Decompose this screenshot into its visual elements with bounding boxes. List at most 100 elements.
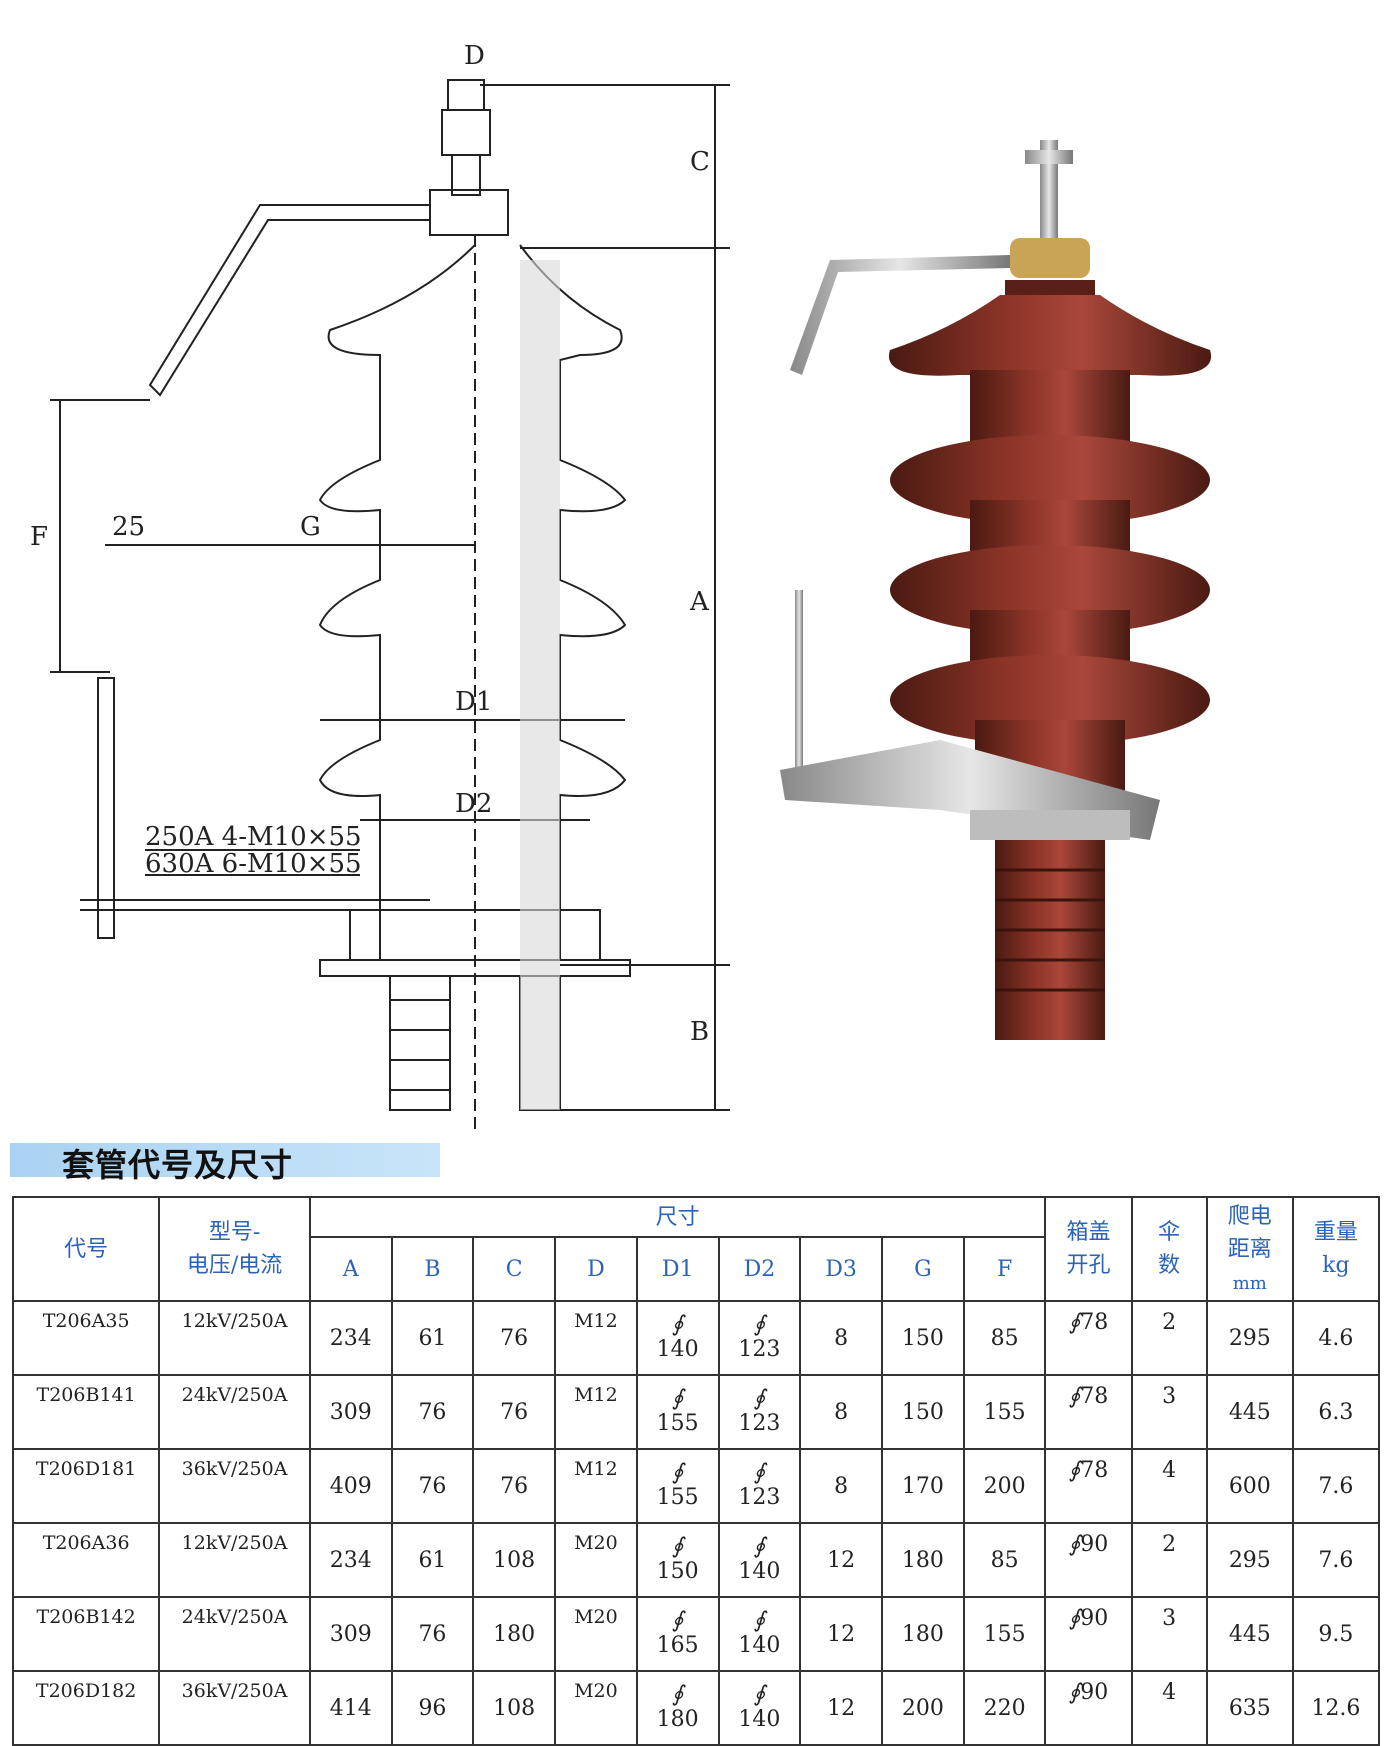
- cell-g: 180: [880, 1522, 965, 1598]
- cell-d3: 8: [799, 1374, 883, 1450]
- dim-label-f: F: [30, 522, 48, 552]
- cell-d: M12: [554, 1448, 638, 1524]
- cell-c: 76: [472, 1374, 557, 1450]
- cell-value: 140: [738, 1558, 781, 1584]
- cell-d1: ∮180: [635, 1670, 720, 1746]
- cell-model: 24kV/250A: [158, 1596, 311, 1672]
- phi-symbol: ∮: [671, 1311, 684, 1337]
- bushing-product-photo: [780, 140, 1212, 1040]
- cell-g: 180: [880, 1596, 965, 1672]
- section-title-bar: [10, 1143, 440, 1177]
- phi-symbol: ∮: [1068, 1680, 1081, 1705]
- header-sheds-line2: 数: [1158, 1253, 1181, 1278]
- cell-value: 155: [656, 1484, 699, 1510]
- phi-symbol: ∮: [753, 1533, 766, 1559]
- header-weight-line2: kg: [1322, 1253, 1350, 1278]
- cell-a: 309: [308, 1596, 393, 1672]
- cell-c: 180: [472, 1596, 557, 1672]
- cell-a: 414: [308, 1670, 393, 1746]
- header-col-c: C: [472, 1236, 557, 1302]
- cell-code: T206A36: [11, 1522, 161, 1598]
- cell-value: 90: [1080, 1606, 1109, 1631]
- cell-b: 96: [390, 1670, 475, 1746]
- cell-d: M20: [554, 1522, 638, 1598]
- cell-d1: ∮155: [635, 1374, 720, 1450]
- cell-code: T206D182: [11, 1670, 161, 1746]
- cell-d2: ∮140: [717, 1522, 802, 1598]
- cell-box-hole: ∮78: [1044, 1374, 1133, 1450]
- cell-c: 76: [472, 1448, 557, 1524]
- cell-value: 150: [656, 1558, 699, 1584]
- bushing-technical-drawing: D C A B F G D1 D2 25 250A 4-M10×55 630A …: [30, 41, 730, 1130]
- cell-f: 85: [962, 1300, 1047, 1376]
- header-model-line2: 电压/电流: [186, 1253, 283, 1278]
- cell-b: 76: [390, 1374, 475, 1450]
- cell-code: T206B141: [11, 1374, 161, 1450]
- cell-value: 155: [656, 1410, 699, 1436]
- cell-c: 108: [472, 1670, 557, 1746]
- cell-box-hole: ∮90: [1044, 1596, 1133, 1672]
- dim-label-c: C: [690, 147, 710, 177]
- cell-code: T206D181: [11, 1448, 161, 1524]
- phi-symbol: ∮: [671, 1459, 684, 1485]
- cell-d2: ∮123: [717, 1300, 802, 1376]
- cell-b: 61: [390, 1300, 475, 1376]
- cell-d1: ∮140: [635, 1300, 720, 1376]
- cell-d: M12: [554, 1300, 638, 1376]
- cell-value: 140: [738, 1632, 781, 1658]
- dim-label-d1: D1: [455, 687, 492, 717]
- cell-b: 76: [390, 1448, 475, 1524]
- header-col-d: D: [554, 1236, 638, 1302]
- cell-b: 76: [390, 1596, 475, 1672]
- cell-creepage: 445: [1205, 1596, 1294, 1672]
- cell-value: 90: [1080, 1532, 1109, 1557]
- cell-d2: ∮123: [717, 1374, 802, 1450]
- cell-value: 123: [738, 1410, 781, 1436]
- header-col-b: B: [390, 1236, 475, 1302]
- header-box-line2: 开孔: [1066, 1253, 1111, 1278]
- cell-code: T206B142: [11, 1596, 161, 1672]
- cell-weight: 7.6: [1291, 1448, 1381, 1524]
- cell-sheds: 3: [1130, 1374, 1208, 1450]
- header-col-a: A: [308, 1236, 393, 1302]
- cell-d1: ∮165: [635, 1596, 720, 1672]
- cell-a: 234: [308, 1522, 393, 1598]
- cell-model: 12kV/250A: [158, 1522, 311, 1598]
- cell-weight: 6.3: [1291, 1374, 1381, 1450]
- phi-symbol: ∮: [1068, 1310, 1081, 1335]
- phi-symbol: ∮: [1068, 1384, 1081, 1409]
- cell-b: 61: [390, 1522, 475, 1598]
- header-col-g: G: [880, 1236, 965, 1302]
- cell-sheds: 2: [1130, 1300, 1208, 1376]
- cell-d2: ∮123: [717, 1448, 802, 1524]
- cell-f: 155: [962, 1374, 1047, 1450]
- header-creepage: 爬电 距离 mm: [1205, 1196, 1294, 1302]
- header-creep-line3: mm: [1232, 1272, 1267, 1294]
- phi-symbol: ∮: [753, 1385, 766, 1411]
- cell-box-hole: ∮78: [1044, 1448, 1133, 1524]
- cell-weight: 9.5: [1291, 1596, 1381, 1672]
- phi-symbol: ∮: [671, 1681, 684, 1707]
- cell-c: 76: [472, 1300, 557, 1376]
- cell-c: 108: [472, 1522, 557, 1598]
- phi-symbol: ∮: [1068, 1458, 1081, 1483]
- cell-a: 309: [308, 1374, 393, 1450]
- cell-model: 24kV/250A: [158, 1374, 311, 1450]
- header-model-line1: 型号-: [208, 1220, 261, 1245]
- cell-sheds: 3: [1130, 1596, 1208, 1672]
- cell-box-hole: ∮78: [1044, 1300, 1133, 1376]
- cell-model: 12kV/250A: [158, 1300, 311, 1376]
- header-col-f: F: [962, 1236, 1047, 1302]
- header-creep-line1: 爬电: [1227, 1203, 1272, 1229]
- header-col-d2: D2: [717, 1236, 802, 1302]
- cell-value: 123: [738, 1484, 781, 1510]
- dim-label-d: D: [464, 41, 485, 71]
- header-box-hole: 箱盖 开孔: [1044, 1196, 1133, 1302]
- cell-g: 200: [880, 1670, 965, 1746]
- cell-a: 409: [308, 1448, 393, 1524]
- cell-value: 78: [1080, 1458, 1109, 1483]
- cell-f: 85: [962, 1522, 1047, 1598]
